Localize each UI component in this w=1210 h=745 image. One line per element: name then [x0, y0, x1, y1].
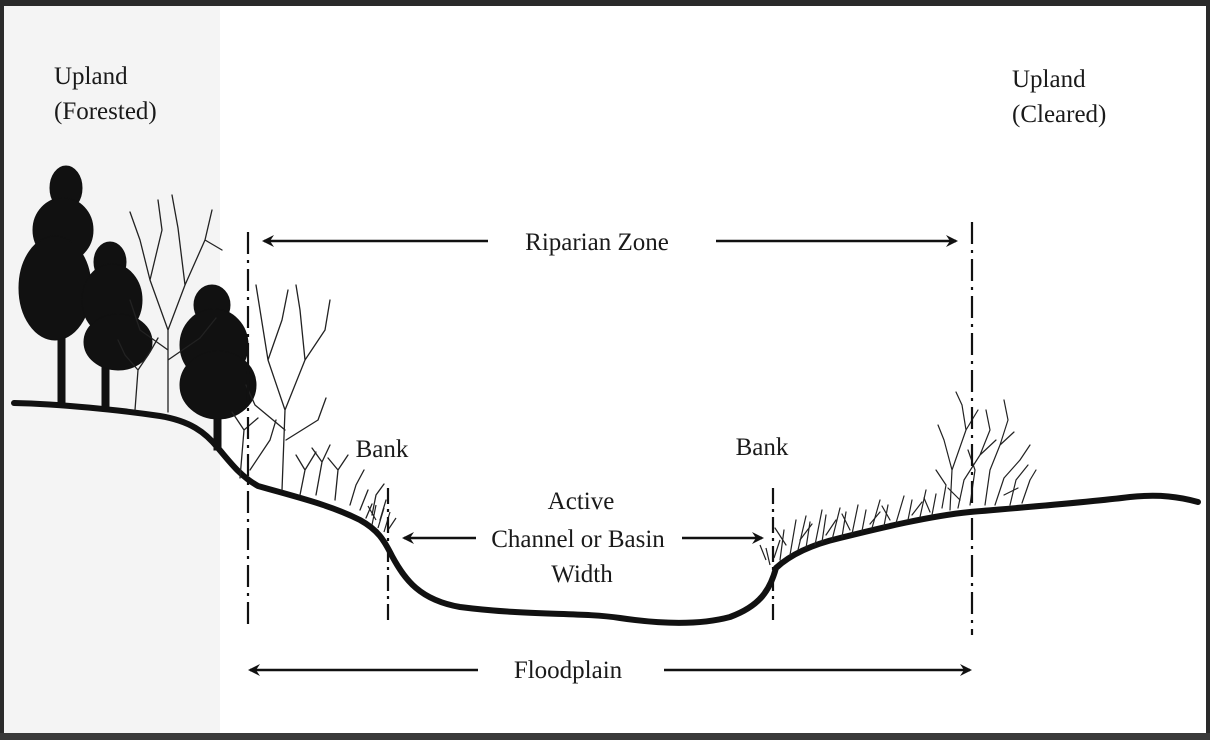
right-border	[1206, 0, 1210, 740]
channel-label-line2: Channel or Basin	[491, 526, 665, 553]
bank-left-label: Bank	[356, 436, 409, 463]
left-border	[0, 0, 4, 740]
channel-label-line3: Width	[551, 561, 613, 588]
riparian-zone-label: Riparian Zone	[525, 229, 669, 256]
tree-crown	[83, 313, 153, 371]
tree-crown	[18, 235, 92, 341]
bottom-border	[0, 733, 1210, 740]
upland-right-label: Upland	[1012, 66, 1086, 93]
floodplain-label: Floodplain	[514, 657, 623, 684]
left-bank-grass	[367, 504, 781, 566]
labels: Upland (Forested) Upland (Cleared) Ripar…	[54, 63, 1106, 684]
tree-crown	[179, 350, 257, 420]
forest-trees	[18, 165, 257, 451]
boundary-lines	[246, 222, 974, 635]
top-border	[0, 0, 1210, 6]
bank-right-label: Bank	[736, 434, 789, 461]
upland-left-sublabel: (Forested)	[54, 98, 157, 125]
bare-trees	[117, 194, 387, 521]
upland-right-sublabel: (Cleared)	[1012, 101, 1106, 128]
channel-label-line1: Active	[548, 488, 615, 515]
right-vegetation	[774, 391, 1037, 561]
upland-left-label: Upland	[54, 63, 128, 90]
arrows	[248, 235, 972, 676]
